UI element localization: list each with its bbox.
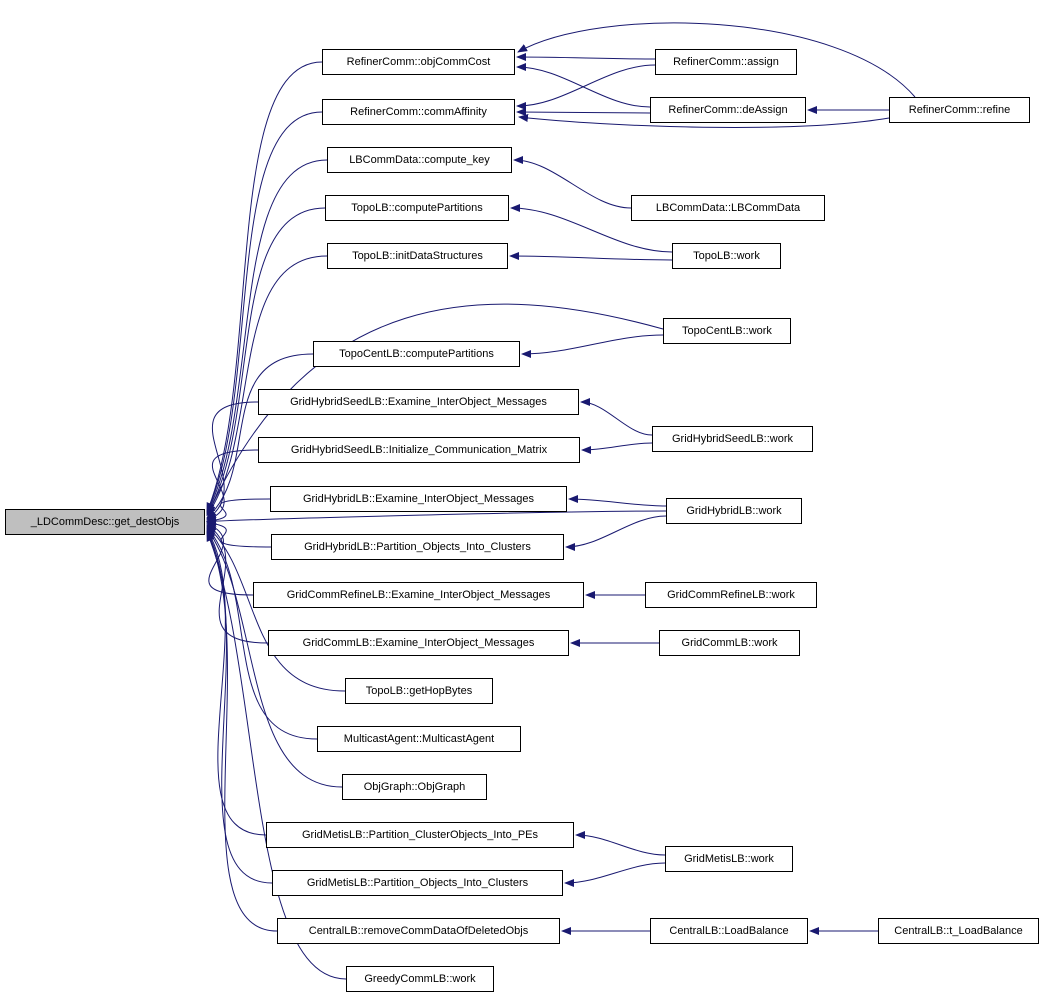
call-edge-refine-to-commAffinity (518, 114, 890, 128)
call-edge-assign-to-commAffinity (516, 64, 656, 110)
call-edge-topoComputePartitions-to-main (206, 207, 326, 515)
call-edge-gcrExamine-to-main (206, 523, 254, 596)
call-edge-ghsWork-to-ghsInitialize (581, 442, 653, 454)
call-edge-topoWork-to-topoInitDataStructures (509, 252, 673, 261)
graph-node-gmObjectsClusters[interactable]: GridMetisLB::Partition_Objects_Into_Clus… (272, 870, 563, 896)
graph-node-computeKey[interactable]: LBCommData::compute_key (327, 147, 512, 173)
graph-node-gcExamine[interactable]: GridCommLB::Examine_InterObject_Messages (268, 630, 569, 656)
call-edge-gcExamine-to-main (206, 524, 269, 644)
call-edge-gmWork-to-gmClusterPEs (575, 831, 666, 856)
graph-node-gmWork[interactable]: GridMetisLB::work (665, 846, 793, 872)
graph-node-greedyWork[interactable]: GreedyCommLB::work (346, 966, 494, 992)
graph-node-ghsInitialize[interactable]: GridHybridSeedLB::Initialize_Communicati… (258, 437, 580, 463)
call-edge-lbCommDataCtor-to-computeKey (513, 156, 632, 209)
graph-node-topoComputePartitions[interactable]: TopoLB::computePartitions (325, 195, 509, 221)
graph-node-topoWork[interactable]: TopoLB::work (672, 243, 781, 269)
graph-node-multicastAgent[interactable]: MulticastAgent::MulticastAgent (317, 726, 521, 752)
graph-node-topoInitDataStructures[interactable]: TopoLB::initDataStructures (327, 243, 508, 269)
call-edge-objCommCost-to-main (206, 61, 323, 513)
graph-node-objCommCost[interactable]: RefinerComm::objCommCost (322, 49, 515, 75)
call-edge-ghWork-to-main (206, 510, 667, 526)
call-edge-refine-to-objCommCost (517, 22, 916, 98)
call-edge-getHopBytes-to-main (206, 525, 346, 692)
call-edge-ghsInitialize-to-main (206, 449, 259, 521)
graph-node-loadBalance[interactable]: CentralLB::LoadBalance (650, 918, 808, 944)
graph-node-removeCommData[interactable]: CentralLB::removeCommDataOfDeletedObjs (277, 918, 560, 944)
call-edge-objGraph-to-main (206, 527, 343, 788)
call-edge-assign-to-objCommCost (516, 53, 656, 62)
call-edge-gmClusterPEs-to-main (206, 528, 267, 836)
graph-node-topoCentWork[interactable]: TopoCentLB::work (663, 318, 791, 344)
graph-node-gcWork[interactable]: GridCommLB::work (659, 630, 800, 656)
call-edge-topoCentWork-to-main (207, 303, 664, 515)
graph-node-refine[interactable]: RefinerComm::refine (889, 97, 1030, 123)
call-edge-deAssign-to-commAffinity (516, 108, 651, 117)
graph-node-objGraph[interactable]: ObjGraph::ObjGraph (342, 774, 487, 800)
call-edge-topoWork-to-topoComputePartitions (510, 204, 673, 253)
call-edge-removeCommData-to-main (206, 531, 278, 932)
graph-node-tLoadBalance[interactable]: CentralLB::t_LoadBalance (878, 918, 1039, 944)
call-edge-ghsWork-to-ghsExamine (580, 398, 653, 436)
graph-node-gcrExamine[interactable]: GridCommRefineLB::Examine_InterObject_Me… (253, 582, 584, 608)
graph-node-gmClusterPEs[interactable]: GridMetisLB::Partition_ClusterObjects_In… (266, 822, 574, 848)
graph-node-ghsWork[interactable]: GridHybridSeedLB::work (652, 426, 813, 452)
call-edge-ghWork-to-ghPartition (565, 515, 667, 551)
graph-node-getHopBytes[interactable]: TopoLB::getHopBytes (345, 678, 493, 704)
call-edge-commAffinity-to-main (206, 111, 323, 513)
call-edge-greedyWork-to-main (206, 531, 347, 980)
graph-node-commAffinity[interactable]: RefinerComm::commAffinity (322, 99, 515, 125)
call-edge-ghExamine-to-main (206, 498, 271, 525)
graph-node-main: _LDCommDesc::get_destObjs (5, 509, 205, 535)
graph-node-ghExamine[interactable]: GridHybridLB::Examine_InterObject_Messag… (270, 486, 567, 512)
call-edge-ghWork-to-ghExamine (568, 495, 667, 507)
graph-node-assign[interactable]: RefinerComm::assign (655, 49, 797, 75)
graph-node-ghPartition[interactable]: GridHybridLB::Partition_Objects_Into_Clu… (271, 534, 564, 560)
call-edge-ghPartition-to-main (206, 519, 272, 548)
call-edge-computeKey-to-main (206, 159, 328, 514)
graph-node-deAssign[interactable]: RefinerComm::deAssign (650, 97, 806, 123)
call-edge-topoInitDataStructures-to-main (206, 255, 328, 517)
graph-node-gcrWork[interactable]: GridCommRefineLB::work (645, 582, 817, 608)
graph-node-ghWork[interactable]: GridHybridLB::work (666, 498, 802, 524)
graph-node-topoCentComputePartitions[interactable]: TopoCentLB::computePartitions (313, 341, 520, 367)
call-edge-gmWork-to-gmObjectsClusters (564, 862, 666, 887)
call-edge-multicastAgent-to-main (206, 526, 318, 740)
graph-node-ghsExamine[interactable]: GridHybridSeedLB::Examine_InterObject_Me… (258, 389, 579, 415)
call-edge-ghsExamine-to-main (206, 401, 259, 520)
call-edge-topoCentWork-to-topoCentComputePartitions (521, 334, 664, 358)
graph-node-lbCommDataCtor[interactable]: LBCommData::LBCommData (631, 195, 825, 221)
